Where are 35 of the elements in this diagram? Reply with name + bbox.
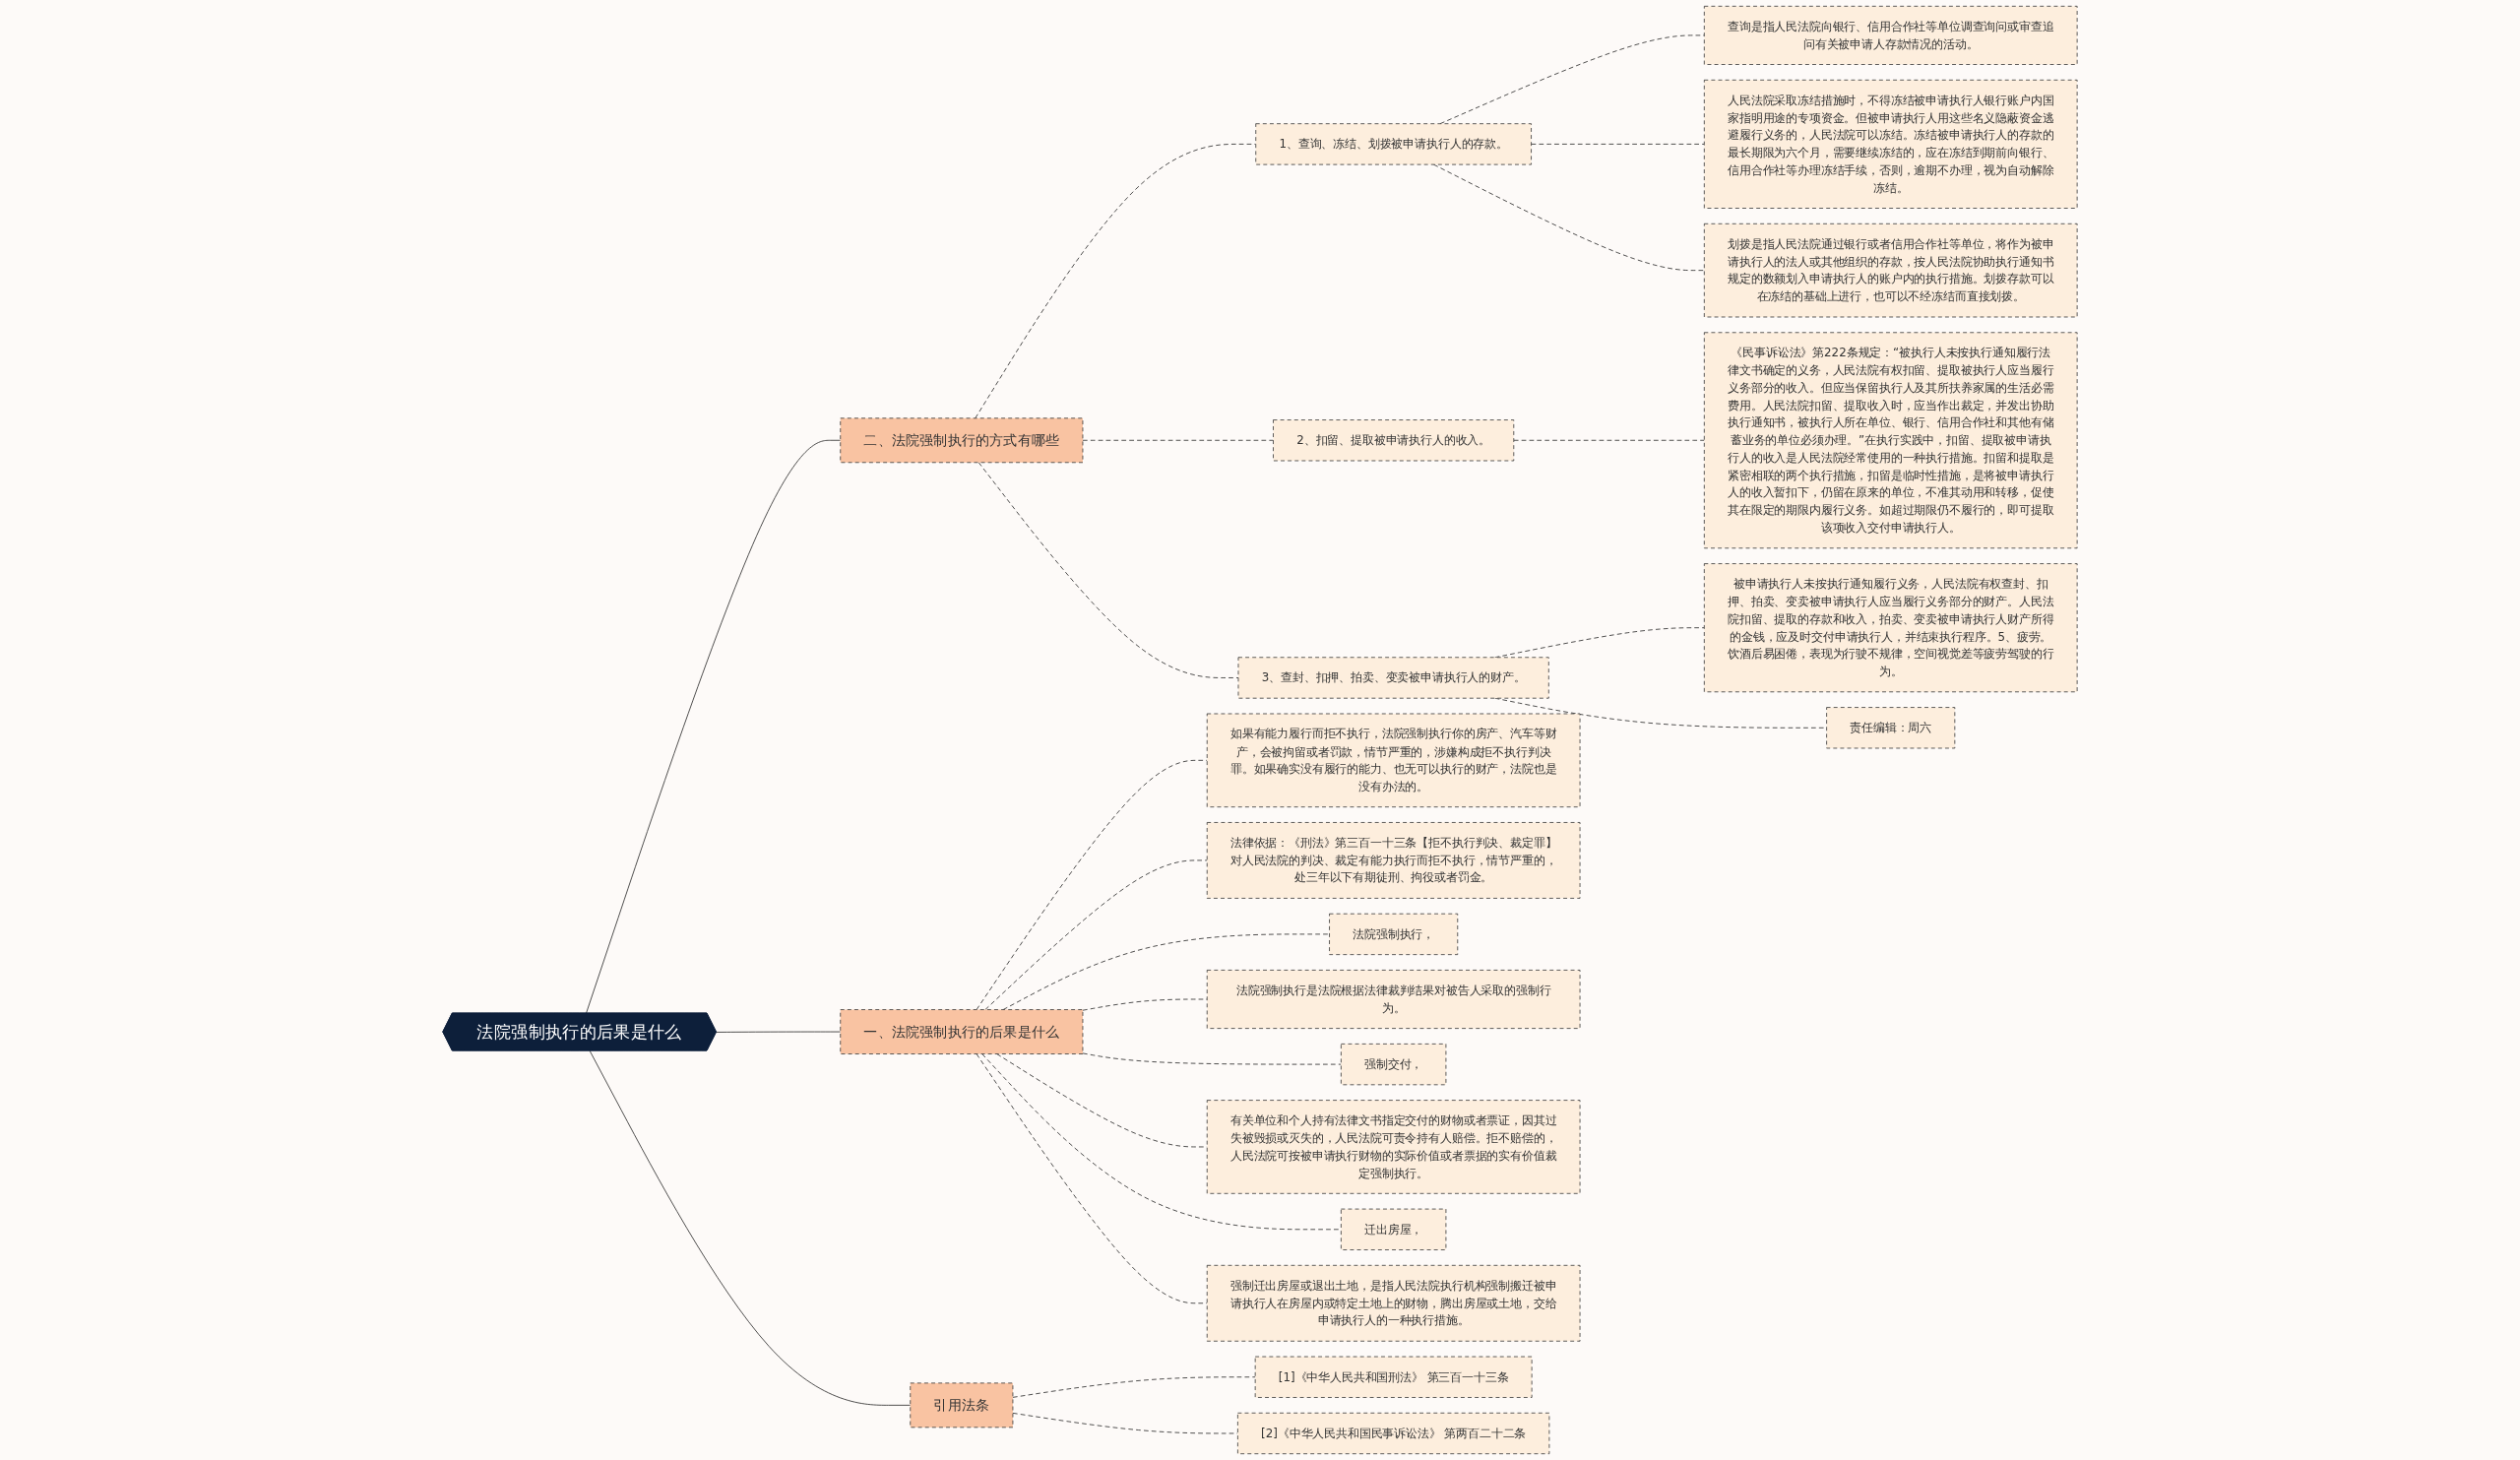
connector: [1002, 933, 1330, 1010]
node-box: [1237, 657, 1549, 699]
connector: [1513, 439, 1705, 441]
node-box: [1206, 1100, 1581, 1194]
connector: [981, 1053, 1342, 1231]
node-box: [1206, 713, 1581, 808]
node-box: [1254, 1356, 1533, 1398]
node-box: [1703, 332, 2078, 549]
connector: [589, 1050, 912, 1406]
node-box: [1703, 222, 2078, 318]
node-box: [1329, 913, 1459, 956]
connector: [586, 439, 842, 1014]
node-box: [1206, 970, 1581, 1029]
connector: [1531, 144, 1705, 145]
connector: [1012, 1376, 1256, 1398]
connector: [1082, 1052, 1342, 1065]
connector: [984, 859, 1208, 1010]
node-box: [1273, 419, 1515, 462]
node-box: [910, 1382, 1014, 1428]
node-box: [840, 417, 1084, 464]
connector: [976, 759, 1208, 1010]
node-box: [1703, 79, 2078, 209]
node-box: [1237, 1412, 1550, 1455]
node-box: [1206, 1264, 1581, 1342]
node-box: [1206, 822, 1581, 899]
node-box: [1703, 563, 2078, 693]
connector: [716, 1031, 842, 1033]
connector: [1433, 163, 1705, 272]
node-box: [1340, 1044, 1447, 1086]
node-box: [840, 1009, 1084, 1054]
node-box: [1340, 1208, 1447, 1250]
connector: [1082, 439, 1274, 441]
node-box: [1826, 707, 1956, 749]
node-box: [1703, 5, 2078, 65]
node-box: [1255, 123, 1532, 165]
